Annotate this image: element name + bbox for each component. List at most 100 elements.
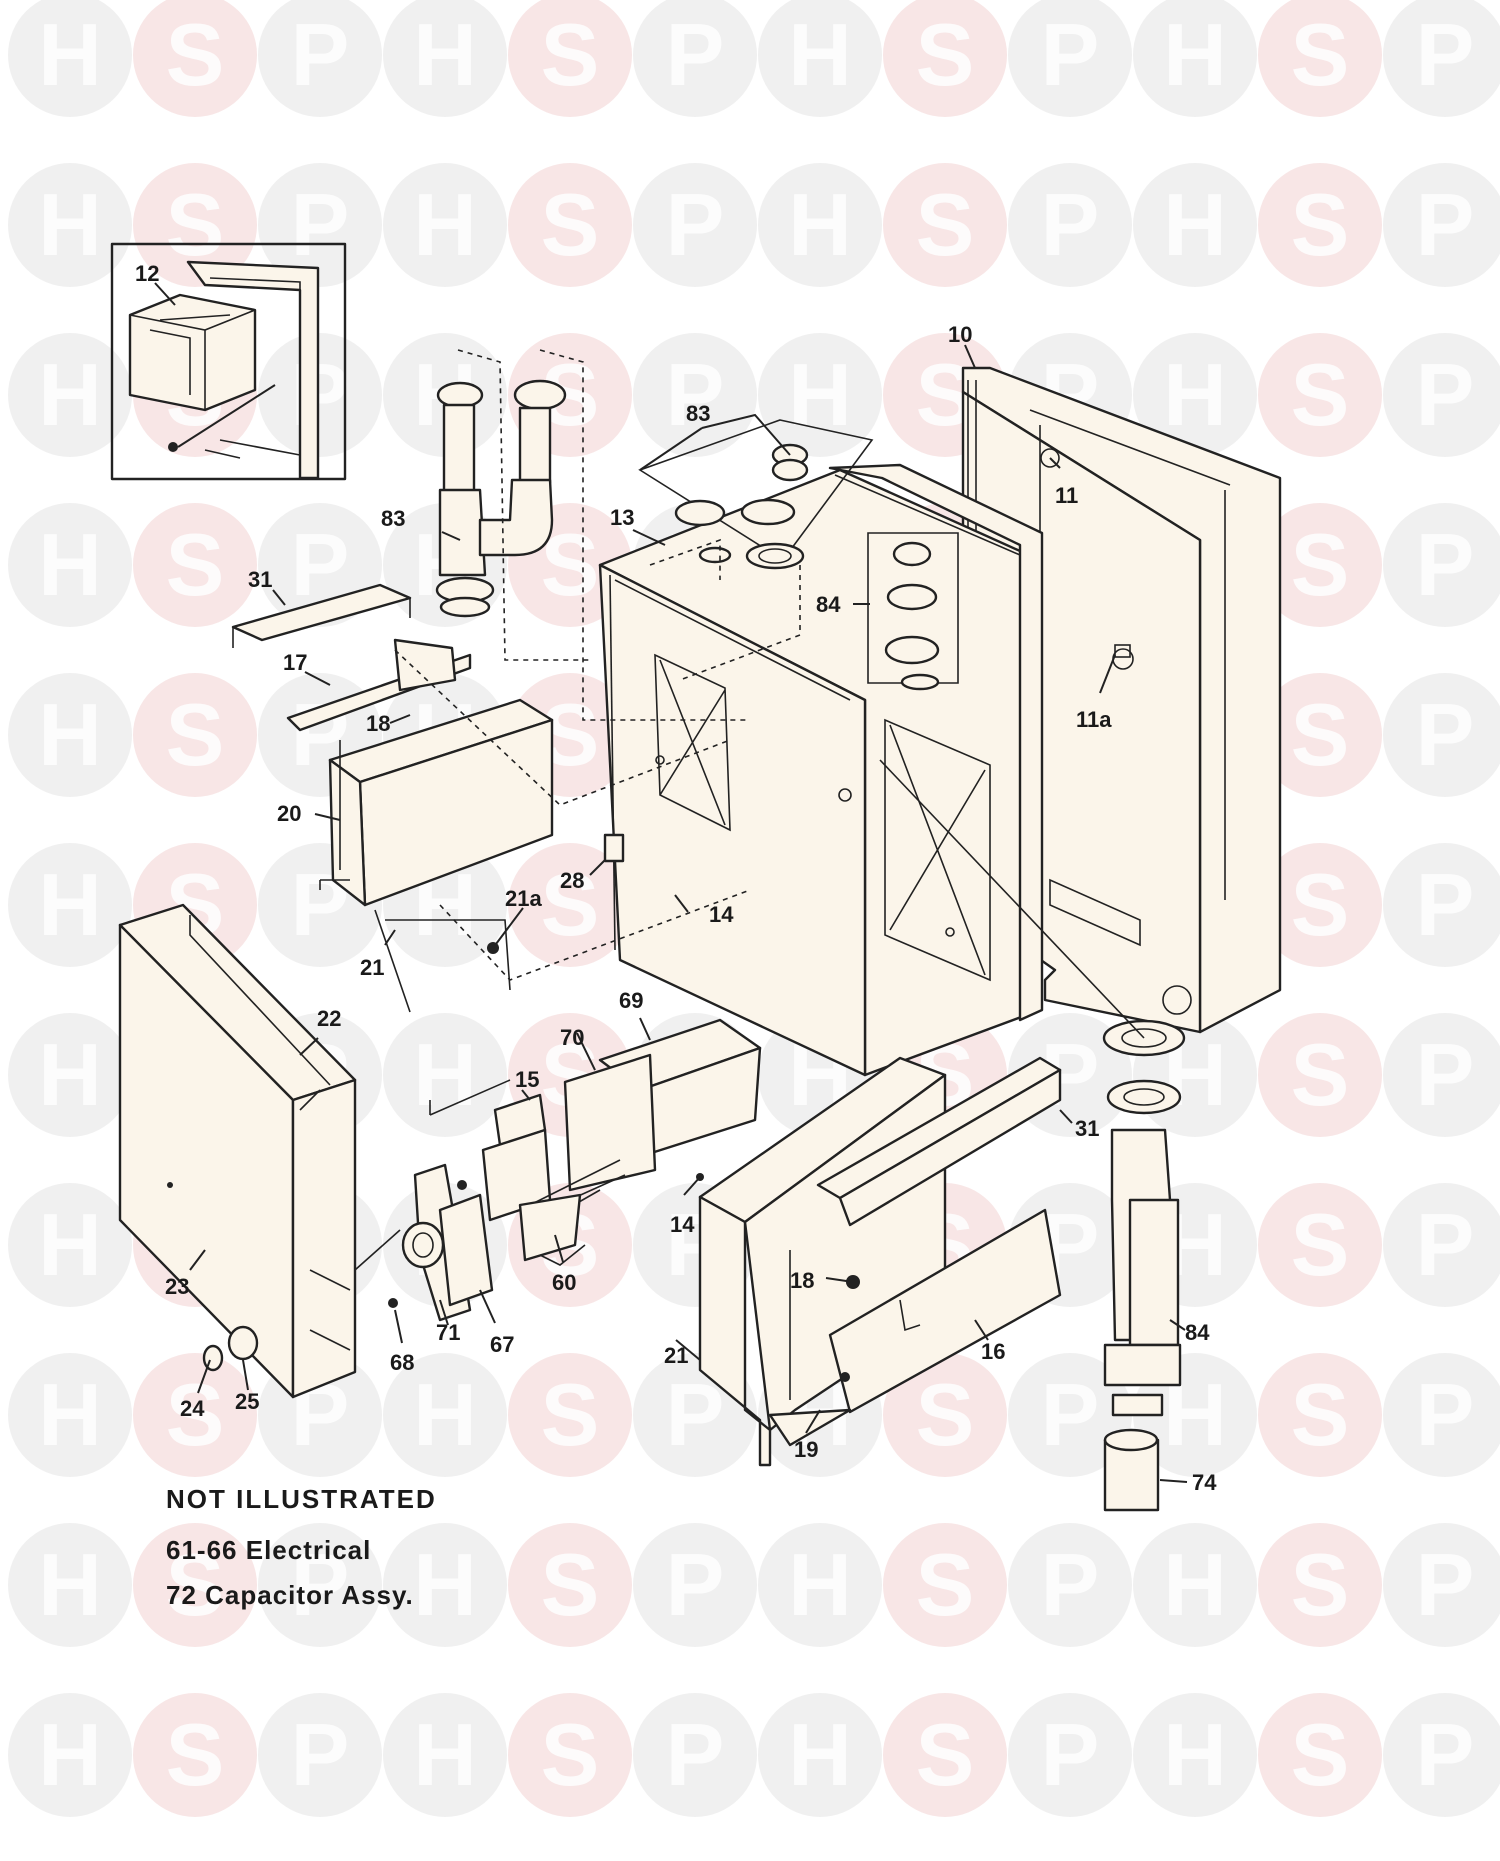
watermark-h-2-9: H <box>1133 333 1257 457</box>
watermark-s-5-10: S <box>1258 843 1382 967</box>
svg-text:S: S <box>1291 345 1350 444</box>
svg-text:S: S <box>916 1365 975 1464</box>
watermark-p-7-11: P <box>1383 1183 1500 1307</box>
callout-15: 15 <box>515 1067 539 1092</box>
watermark-h-10-0: H <box>8 1693 132 1817</box>
svg-text:P: P <box>1416 1705 1475 1804</box>
svg-text:S: S <box>541 1535 600 1634</box>
watermark-h-0-9: H <box>1133 0 1257 117</box>
watermark-p-5-11: P <box>1383 843 1500 967</box>
watermark-p-0-5: P <box>633 0 757 117</box>
svg-text:H: H <box>413 1705 477 1804</box>
svg-text:H: H <box>788 5 852 104</box>
watermark-h-1-9: H <box>1133 163 1257 287</box>
watermark-h-9-0: H <box>8 1523 132 1647</box>
svg-text:S: S <box>1291 515 1350 614</box>
watermark-s-0-7: S <box>883 0 1007 117</box>
svg-text:S: S <box>541 175 600 274</box>
callout-28: 28 <box>560 868 584 893</box>
watermark-h-0-6: H <box>758 0 882 117</box>
watermark-h-9-6: H <box>758 1523 882 1647</box>
svg-text:S: S <box>916 1535 975 1634</box>
callout-19: 19 <box>794 1437 818 1462</box>
callout-69: 69 <box>619 988 643 1013</box>
svg-text:H: H <box>38 1705 102 1804</box>
svg-text:P: P <box>1416 345 1475 444</box>
svg-text:S: S <box>166 1365 225 1464</box>
callout-13: 13 <box>610 505 634 530</box>
parts-31-17-20-21-control-box <box>231 583 625 1013</box>
watermark-s-8-7: S <box>883 1353 1007 1477</box>
svg-text:S: S <box>166 175 225 274</box>
callout-84-bottom: 84 <box>1185 1320 1210 1345</box>
watermark-s-9-1: S <box>133 1523 257 1647</box>
callout-22: 22 <box>317 1006 341 1031</box>
svg-text:H: H <box>413 1025 477 1124</box>
watermark-p-9-5: P <box>633 1523 757 1647</box>
svg-text:H: H <box>413 5 477 104</box>
watermark-s-1-4: S <box>508 163 632 287</box>
watermark-s-4-1: S <box>133 673 257 797</box>
callout-18-bottom: 18 <box>790 1268 814 1293</box>
svg-text:S: S <box>166 5 225 104</box>
svg-text:H: H <box>1163 1535 1227 1634</box>
watermark-p-8-8: P <box>1008 1353 1132 1477</box>
part-83-84-fittings <box>638 419 959 691</box>
callout-21-left: 21 <box>360 955 384 980</box>
callout-20: 20 <box>277 801 301 826</box>
callout-21-bottom: 21 <box>664 1343 688 1368</box>
svg-text:S: S <box>166 685 225 784</box>
svg-text:S: S <box>916 1705 975 1804</box>
callout-25: 25 <box>235 1389 259 1414</box>
callout-labels: 12 10 83 83 11 13 84 31 17 18 11a 20 28 … <box>135 261 1217 1495</box>
callout-31-right: 31 <box>1075 1116 1099 1141</box>
svg-text:S: S <box>166 1535 225 1634</box>
svg-text:H: H <box>788 1535 852 1634</box>
parts-16-19-21-31-lower-assembly <box>698 1056 1062 1467</box>
watermark-p-1-5: P <box>633 163 757 287</box>
svg-text:P: P <box>1416 5 1475 104</box>
svg-text:P: P <box>666 1705 725 1804</box>
svg-text:S: S <box>1291 685 1350 784</box>
callout-83-left: 83 <box>381 506 405 531</box>
watermark-p-9-8: P <box>1008 1523 1132 1647</box>
watermark-s-10-4: S <box>508 1693 632 1817</box>
svg-text:S: S <box>1291 1535 1350 1634</box>
inset-detail-12 <box>110 242 347 481</box>
callout-18-top: 18 <box>366 711 390 736</box>
watermark-s-7-10: S <box>1258 1183 1382 1307</box>
watermark-s-1-1: S <box>133 163 257 287</box>
watermark-s-8-4: S <box>508 1353 632 1477</box>
svg-text:S: S <box>166 1705 225 1804</box>
svg-text:H: H <box>1163 5 1227 104</box>
watermark-s-1-10: S <box>1258 163 1382 287</box>
svg-text:H: H <box>788 175 852 274</box>
svg-text:S: S <box>1291 855 1350 954</box>
svg-text:S: S <box>916 5 975 104</box>
watermark-s-0-10: S <box>1258 0 1382 117</box>
callout-67: 67 <box>490 1332 514 1357</box>
watermark-s-9-7: S <box>883 1523 1007 1647</box>
svg-text:S: S <box>541 1365 600 1464</box>
svg-text:S: S <box>1291 175 1350 274</box>
watermark-h-9-3: H <box>383 1523 507 1647</box>
callout-12: 12 <box>135 261 159 286</box>
svg-text:P: P <box>1416 1025 1475 1124</box>
watermark-p-6-11: P <box>1383 1013 1500 1137</box>
svg-text:P: P <box>1041 175 1100 274</box>
watermark-h-1-6: H <box>758 163 882 287</box>
watermark-p-1-8: P <box>1008 163 1132 287</box>
watermark-p-0-2: P <box>258 0 382 117</box>
watermark-p-1-11: P <box>1383 163 1500 287</box>
notes-title: NOT ILLUSTRATED <box>166 1484 437 1514</box>
svg-text:P: P <box>1416 1365 1475 1464</box>
svg-text:S: S <box>1291 1195 1350 1294</box>
watermark-s-10-10: S <box>1258 1693 1382 1817</box>
svg-text:S: S <box>1291 1365 1350 1464</box>
svg-text:P: P <box>291 175 350 274</box>
svg-text:P: P <box>666 345 725 444</box>
callout-74: 74 <box>1192 1470 1217 1495</box>
watermark-s-8-10: S <box>1258 1353 1382 1477</box>
watermark-s-9-10: S <box>1258 1523 1382 1647</box>
watermark-s-3-1: S <box>133 503 257 627</box>
